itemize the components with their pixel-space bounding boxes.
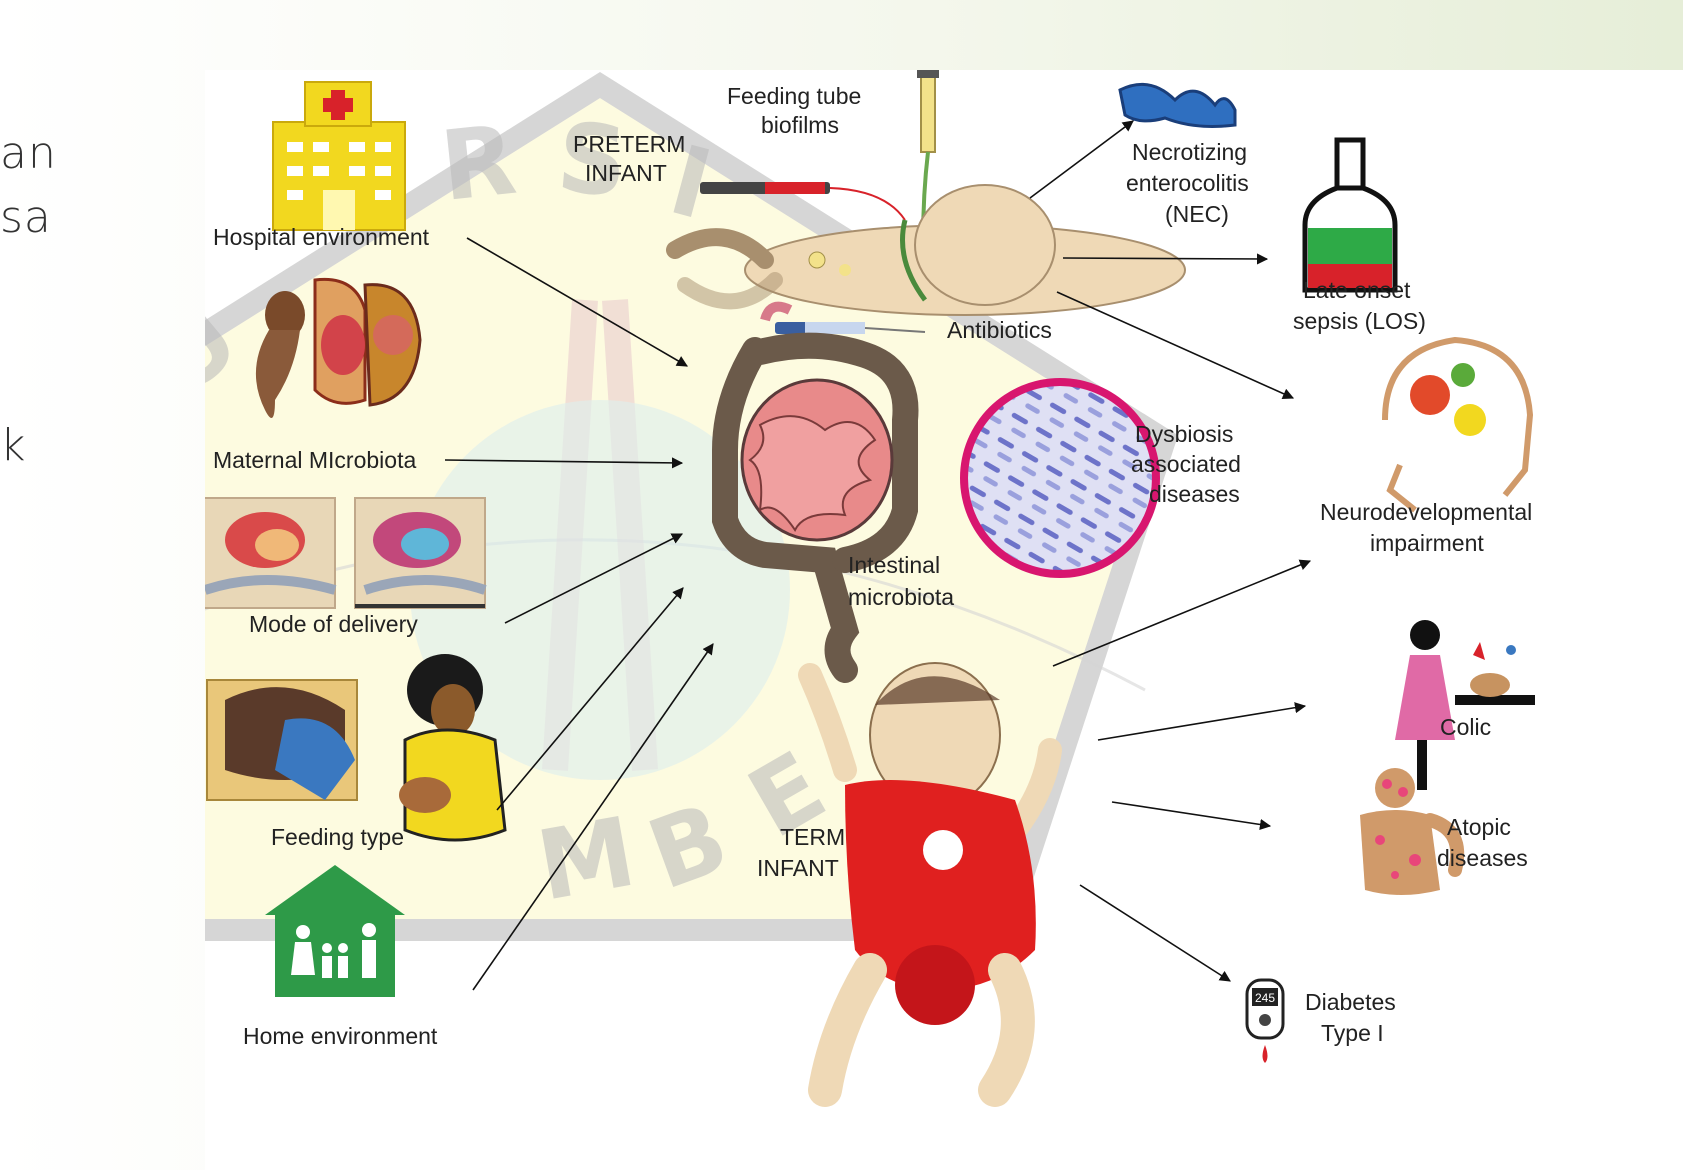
glucometer-reading: 245	[1255, 991, 1275, 1005]
label-diabetes-line1: Diabetes	[1305, 989, 1396, 1015]
label-hospital-environment: Hospital environment	[213, 224, 430, 250]
label-feeding-tube-line1: Feeding tube	[727, 83, 861, 109]
dysbiosis-bacteria-icon	[968, 386, 1152, 570]
label-neuro-line2: impairment	[1370, 530, 1484, 556]
label-preterm-line1: PRETERM	[573, 131, 685, 157]
label-nec-line2: enterocolitis	[1126, 170, 1249, 196]
watermark-letter-r: R	[436, 104, 521, 223]
label-preterm-line2: INFANT	[585, 160, 667, 186]
label-neuro-line1: Neurodevelopmental	[1320, 499, 1532, 525]
watermark-letter-m: M	[530, 796, 644, 923]
slide-text-fragment-3: k	[0, 420, 26, 471]
arrow-to-diabetes	[1080, 885, 1230, 981]
label-feeding-type: Feeding type	[271, 824, 404, 850]
nec-intestine-icon	[1120, 84, 1235, 126]
label-feeding-tube-line2: biofilms	[761, 112, 839, 138]
slide-text-fragment-1: an	[0, 128, 57, 179]
label-term-line1: TERM	[780, 824, 845, 850]
hospital-icon	[273, 82, 405, 230]
colic-icon	[1395, 620, 1535, 790]
label-dysbiosis-line2: associated	[1131, 451, 1241, 477]
arrow-to-los	[1063, 258, 1267, 259]
arrow-to-nec	[1030, 121, 1133, 198]
label-intestinal-line2: microbiota	[848, 584, 954, 610]
label-los-line2: sepsis (LOS)	[1293, 308, 1426, 334]
slide-text-fragment-2: sa	[0, 192, 52, 243]
arrow-to-colic	[1098, 706, 1305, 740]
arrow-to-atopic	[1112, 802, 1270, 826]
label-diabetes-line2: Type I	[1321, 1020, 1384, 1046]
label-maternal-microbiota: Maternal MIcrobiota	[213, 447, 416, 473]
neuro-head-gears-icon	[1385, 340, 1530, 510]
label-antibiotics: Antibiotics	[947, 317, 1052, 343]
label-atopic-line2: diseases	[1437, 845, 1528, 871]
label-home-environment: Home environment	[243, 1023, 438, 1049]
label-dysbiosis-line1: Dysbiosis	[1135, 421, 1233, 447]
label-colic: Colic	[1440, 714, 1491, 740]
label-los-line1: Late onset	[1303, 277, 1411, 303]
sepsis-bottle-icon	[1305, 140, 1395, 290]
microbiota-diagram: U E R S I M B E	[205, 70, 1683, 1170]
label-term-line2: INFANT	[757, 855, 839, 881]
label-mode-of-delivery: Mode of delivery	[249, 611, 418, 637]
label-intestinal-line1: Intestinal	[848, 552, 940, 578]
label-nec-line1: Necrotizing	[1132, 139, 1247, 165]
diagram-canvas: U E R S I M B E	[205, 70, 1683, 1170]
label-nec-line3: (NEC)	[1165, 201, 1229, 227]
label-atopic-line1: Atopic	[1447, 814, 1511, 840]
atopic-skin-icon	[1360, 768, 1457, 895]
glucometer-icon: 245	[1247, 980, 1283, 1063]
label-dysbiosis-line3: diseases	[1149, 481, 1240, 507]
